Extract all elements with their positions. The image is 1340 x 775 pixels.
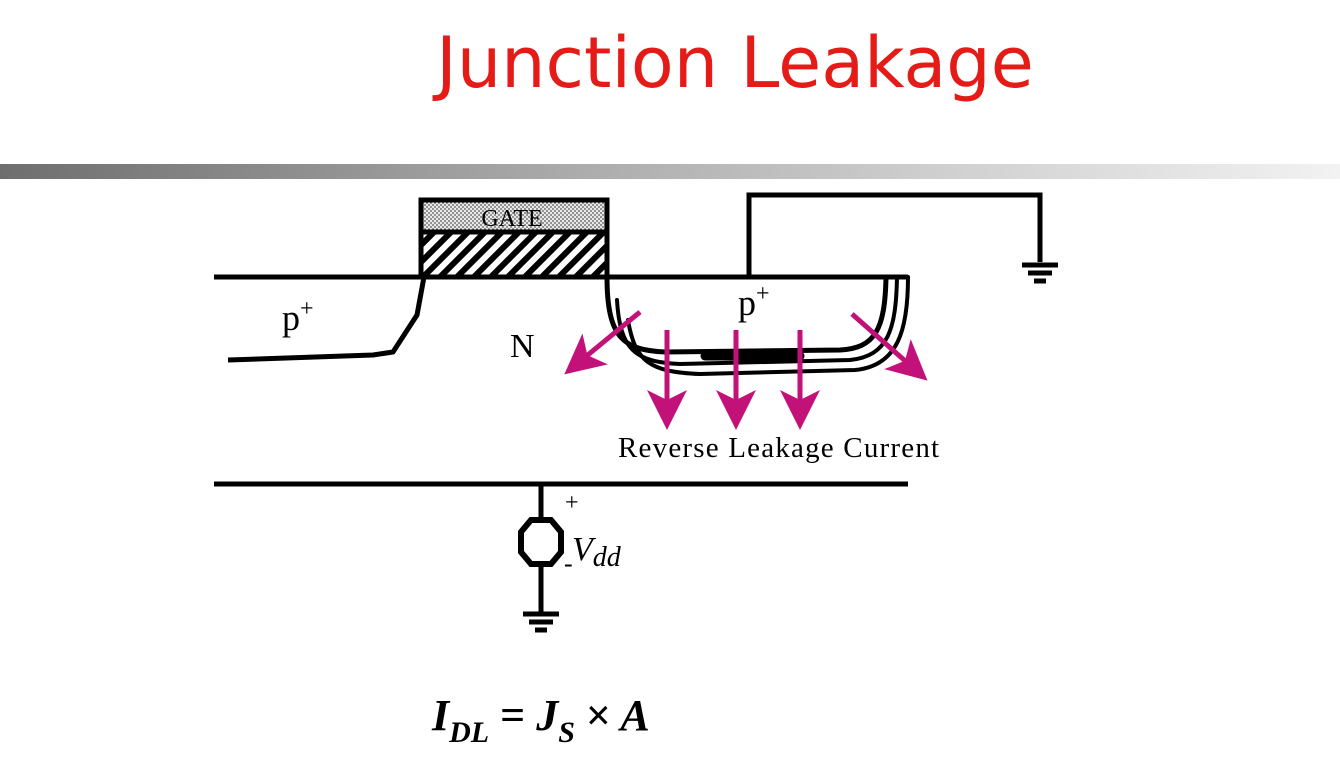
slide-title: Junction Leakage (436, 22, 1034, 104)
gate-label: GATE (481, 206, 542, 232)
voltage-source-icon (518, 517, 564, 567)
formula-equals: = (500, 691, 526, 740)
supply-plus-sign: + (565, 490, 579, 516)
formula-times: × (585, 691, 611, 740)
left-p-region-boundary (227, 276, 427, 363)
gate-stack: GATE (418, 197, 610, 280)
leakage-formula: IDL = JS × A (432, 690, 650, 750)
ground-icon (523, 611, 559, 633)
well-contact-wire (746, 192, 1043, 277)
formula-lhs-subscript: DL (449, 716, 490, 749)
vdd-label: Vdd (572, 531, 622, 573)
leakage-current-arrows (564, 310, 928, 430)
supply-minus-sign: - (564, 549, 573, 578)
right-p-plus-label: p+ (738, 281, 770, 323)
leakage-arrow (564, 310, 642, 375)
formula-a: A (620, 691, 650, 740)
formula-j: J (536, 691, 559, 740)
left-p-plus-label: p+ (282, 296, 314, 338)
n-well-label: N (510, 328, 535, 365)
reverse-leakage-current-label: Reverse Leakage Current (618, 432, 940, 464)
leakage-arrow (850, 312, 928, 381)
title-divider (0, 164, 1340, 179)
right-p-region-junction (604, 274, 910, 377)
ground-icon (1022, 262, 1058, 284)
formula-lhs: I (432, 691, 450, 740)
formula-j-subscript: S (558, 716, 575, 749)
